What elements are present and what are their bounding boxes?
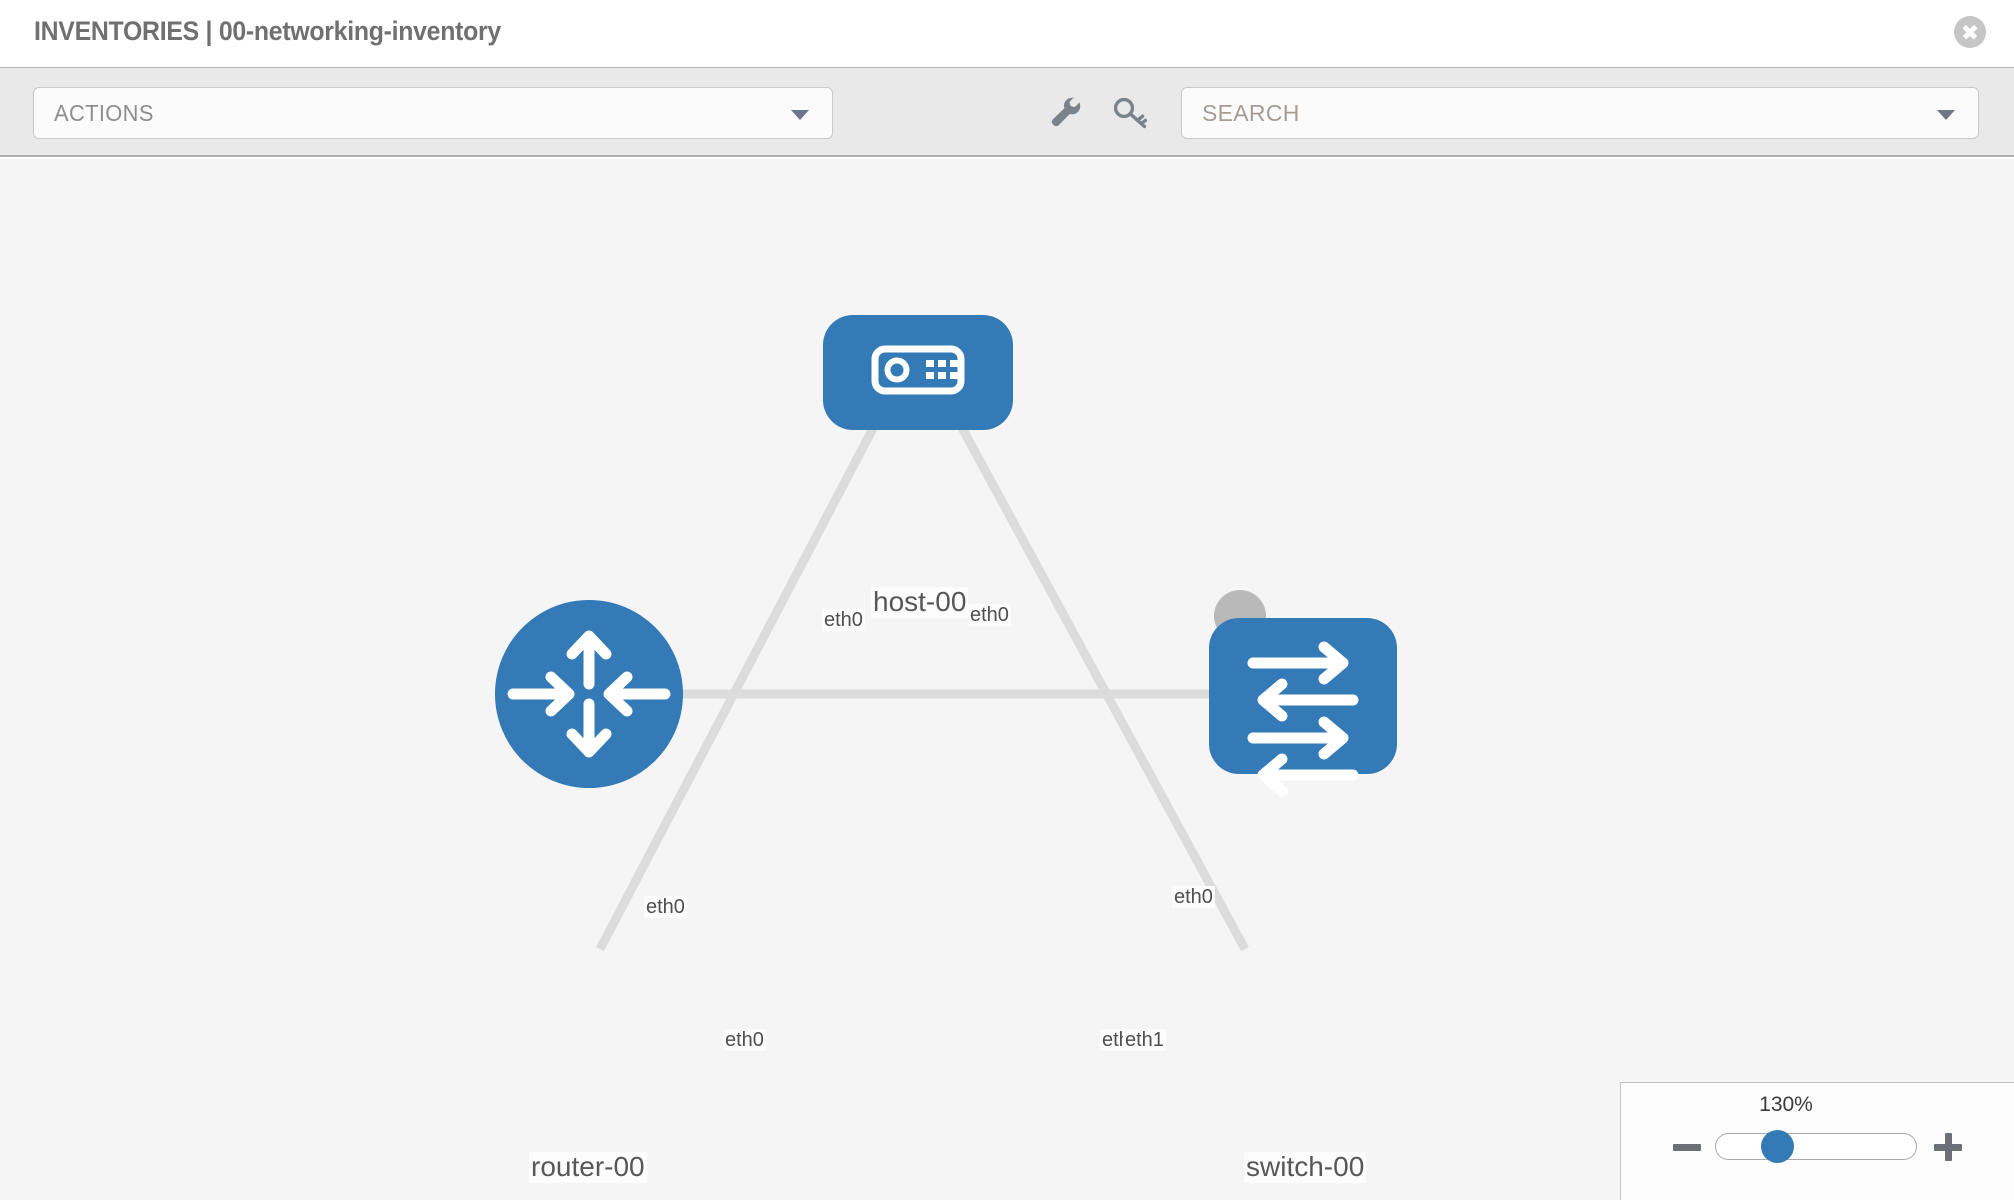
topology-canvas[interactable]: host-00 router-00 switch-00 eth0 eth0 et…: [0, 159, 2014, 1200]
interface-label-host-right: eth0: [968, 604, 1011, 626]
node-label-switch-00: switch-00: [1244, 1151, 1367, 1183]
interface-label-router-right: eth0: [723, 1029, 766, 1051]
topology-edges: [596, 412, 1250, 952]
node-switch-00[interactable]: [1209, 618, 1397, 797]
page-title: INVENTORIES | 00-networking-inventory: [34, 16, 501, 46]
node-host-00[interactable]: [823, 315, 1013, 430]
chevron-down-icon: [791, 110, 809, 120]
zoom-slider-track[interactable]: [1715, 1133, 1917, 1160]
edge-host-router: [596, 412, 884, 952]
search-input[interactable]: SEARCH: [1181, 87, 1979, 139]
actions-dropdown-label: ACTIONS: [54, 100, 154, 126]
close-icon[interactable]: [1954, 16, 1986, 48]
plus-icon[interactable]: [1934, 1133, 1962, 1161]
zoom-level-label: 130%: [1759, 1093, 1813, 1116]
page-header: INVENTORIES | 00-networking-inventory: [0, 0, 2014, 68]
edge-host-switch: [951, 412, 1249, 952]
node-label-host-00: host-00: [871, 586, 969, 618]
actions-dropdown[interactable]: ACTIONS: [33, 87, 833, 139]
wrench-icon[interactable]: [1044, 92, 1086, 134]
interface-label-switch-up: eth0: [1172, 886, 1215, 908]
minus-icon[interactable]: [1673, 1133, 1701, 1161]
toolbar: ACTIONS SEARCH: [0, 68, 2014, 157]
node-router-00[interactable]: [495, 600, 683, 788]
zoom-slider-thumb[interactable]: [1761, 1130, 1794, 1163]
zoom-control-panel: 130%: [1620, 1082, 2014, 1200]
node-label-router-00: router-00: [529, 1151, 647, 1183]
server-icon: [871, 345, 965, 395]
interface-label-router-up: eth0: [644, 896, 687, 918]
switch-arrows-icon: [1247, 641, 1359, 797]
key-icon[interactable]: [1110, 92, 1152, 134]
topology-graph: [495, 315, 1397, 952]
interface-label-host-left: eth0: [822, 609, 865, 631]
interface-label-switch-left-b: eth1: [1123, 1029, 1166, 1051]
router-arrows-icon: [507, 630, 671, 758]
search-placeholder: SEARCH: [1202, 100, 1300, 126]
chevron-down-icon[interactable]: [1937, 110, 1955, 120]
